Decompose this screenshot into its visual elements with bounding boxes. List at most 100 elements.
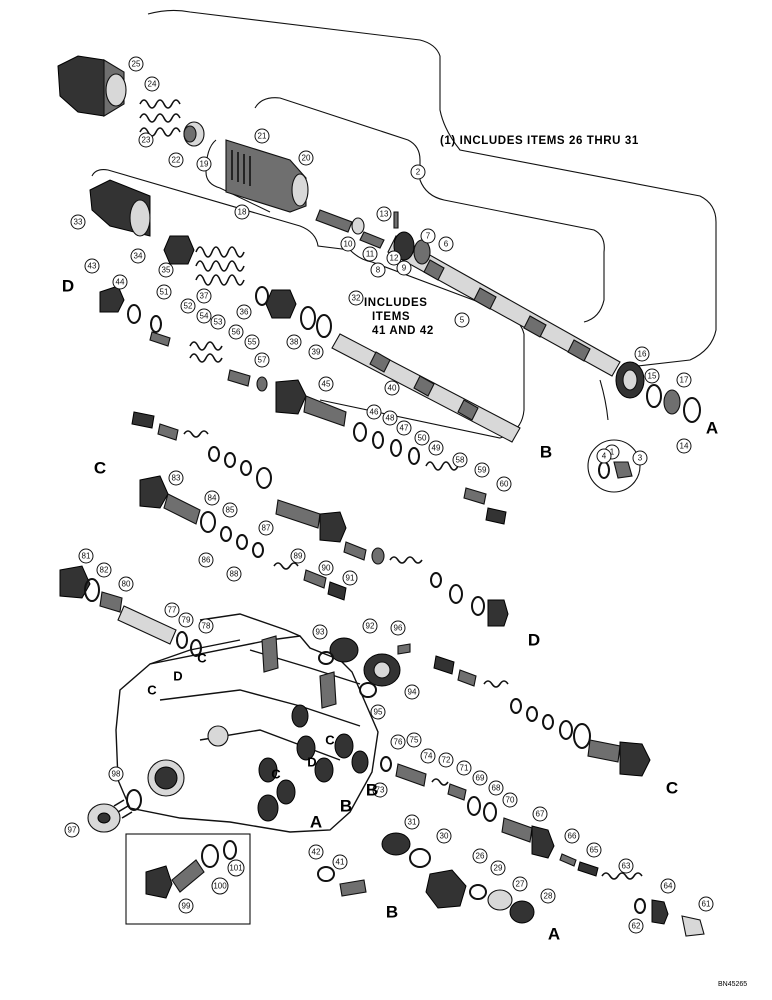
callout-14: 14 [676,438,692,454]
callout-97: 97 [64,822,80,838]
callout-circle [70,214,86,230]
callout-circle [586,842,602,858]
part-45-middle [275,499,347,543]
callout-number: 77 [168,606,177,615]
part-37-spring [195,246,245,286]
callout-circle [384,380,400,396]
callout-circle [228,324,244,340]
part-61-64-bottom-right [634,898,705,937]
callout-24: 24 [144,76,160,92]
callout-circle [628,918,644,934]
callout-95: 95 [370,704,386,720]
part-55-57-middle [343,541,423,565]
callout-number: 11 [366,250,375,259]
callout-circle [78,548,94,564]
callout-57: 57 [254,352,270,368]
callout-18: 18 [234,204,250,220]
callout-6: 6 [438,236,454,252]
callout-33: 33 [70,214,86,230]
callout-40: 40 [384,380,400,396]
callout-number: 26 [476,852,485,861]
callout-44: 44 [112,274,128,290]
callout-circle [168,152,184,168]
part-59-60-plug-upper [463,487,507,525]
callout-circle [196,308,212,324]
callout-circle [318,376,334,392]
callout-89: 89 [290,548,306,564]
callout-circle [108,766,124,782]
part-16-cap [615,361,645,399]
part-46-50-rings-upper [353,422,420,465]
part-67-body [501,817,555,859]
part-38-ring [300,306,316,330]
part-10-11-pin-link [315,209,385,249]
callout-number: 29 [494,864,503,873]
callout-number: 73 [376,786,385,795]
callout-number: 42 [312,848,321,857]
callout-number: 72 [442,756,451,765]
callout-circle [596,448,612,464]
callout-circle [118,576,134,592]
callout-46: 46 [366,404,382,420]
callout-29: 29 [490,860,506,876]
callout-circle [618,858,634,874]
part-33-housing [89,179,151,237]
bracket-item-18 [205,139,271,213]
part-84-88-rings [200,511,264,558]
callout-number: 33 [74,218,83,227]
callout-92: 92 [362,618,378,634]
callout-circle [372,782,388,798]
section-letter-d: D [528,631,540,650]
callout-11: 11 [362,246,378,262]
callout-circle [370,262,386,278]
callout-100: 100 [211,877,229,895]
callout-22: 22 [168,152,184,168]
callout-circle [84,258,100,274]
callout-circle [414,430,430,446]
callout-circle [158,262,174,278]
part-45-upper [275,379,347,427]
callout-10: 10 [340,236,356,252]
part-17-washer [663,389,681,415]
note-item-1: (1) INCLUDES ITEMS 26 THRU 31 [440,135,639,147]
callout-number: 58 [456,456,465,465]
callout-42: 42 [308,844,324,860]
note-item-32-line2: ITEMS [372,311,410,323]
callout-91: 91 [342,570,358,586]
callout-number: 15 [648,372,657,381]
callout-12: 12 [386,250,402,266]
callout-number: 8 [376,266,381,275]
bracket-item-2 [254,97,605,323]
callout-53: 53 [210,314,226,330]
callout-61: 61 [698,896,714,912]
callout-number: 44 [116,278,125,287]
section-letter-d: D [173,669,182,684]
callout-circle [456,760,472,776]
callout-circle [342,570,358,586]
callout-number: 40 [388,384,397,393]
callout-number: 39 [312,348,321,357]
callout-74: 74 [420,748,436,764]
callout-circle [390,734,406,750]
callout-circle [452,452,468,468]
callout-circle [454,312,470,328]
callout-circle [156,284,172,300]
callout-circle [298,150,314,166]
callout-number: 19 [200,160,209,169]
callout-number: 22 [172,156,181,165]
callout-number: 94 [408,688,417,697]
callout-number: 66 [568,832,577,841]
bracket-item-1 [147,9,717,369]
part-92-94-fitting [329,637,401,687]
callout-number: 34 [134,252,143,261]
callout-87: 87 [258,520,274,536]
part-89-90-plunger [273,562,347,601]
callout-3: 3 [632,450,648,466]
callout-101: 101 [227,859,245,877]
callout-circle [420,748,436,764]
part-68-70-rings [467,796,497,822]
callout-circle [96,562,112,578]
section-letter-c: C [325,733,335,748]
callout-number: 38 [290,338,299,347]
callout-circle [644,368,660,384]
